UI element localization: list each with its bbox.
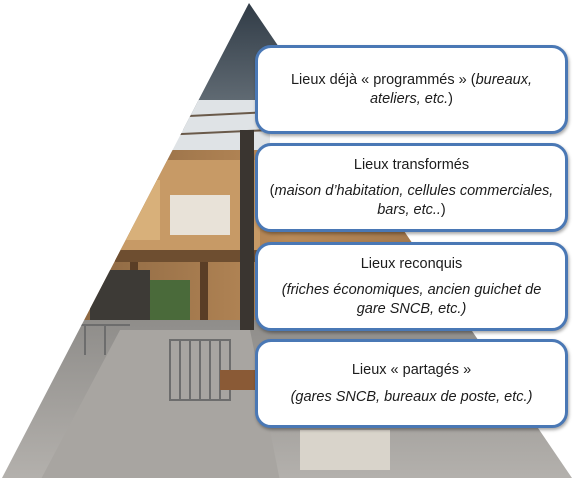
tier-subtitle-wrap: (gares SNCB, bureaux de poste, etc.) <box>291 388 533 407</box>
tier-title: Lieux reconquis <box>360 255 463 272</box>
tier-subtitle-wrap: (maison d’habitation, cellules commercia… <box>268 182 555 220</box>
tier-title: Lieux « partagés » <box>351 361 472 378</box>
tier-box-transformed: Lieux transformés (maison d’habitation, … <box>255 143 568 232</box>
tier-subtitle: gares SNCB, bureaux de poste, etc. <box>295 388 528 405</box>
tier-close-paren: ) <box>448 90 453 107</box>
tier-subtitle-wrap: (friches économiques, ancien guichet de … <box>268 281 555 319</box>
tier-box-programmed: Lieux déjà « programmés » (bureaux, atel… <box>255 45 568 134</box>
tier-title: Lieux déjà « programmés » ( <box>290 71 476 88</box>
tier-open-paren: ( <box>290 388 296 405</box>
tier-title: Lieux transformés <box>353 156 470 173</box>
tier-subtitle: maison d’habitation, cellules commercial… <box>274 182 554 218</box>
tier-close-paren: ) <box>440 201 446 218</box>
tier-close-paren: ) <box>527 388 533 405</box>
tier-box-shared: Lieux « partagés » (gares SNCB, bureaux … <box>255 339 568 428</box>
tier-close-paren: ) <box>461 300 467 317</box>
tier-subtitle: bureaux, ateliers, etc. <box>369 71 532 107</box>
tier-open-paren: ( <box>281 281 287 298</box>
tier-text: Lieux déjà « programmés » (bureaux, atel… <box>268 71 555 109</box>
tier-open-paren: ( <box>269 182 275 199</box>
tier-subtitle: friches économiques, ancien guichet de g… <box>286 281 542 317</box>
tier-box-reclaimed: Lieux reconquis (friches économiques, an… <box>255 242 568 331</box>
